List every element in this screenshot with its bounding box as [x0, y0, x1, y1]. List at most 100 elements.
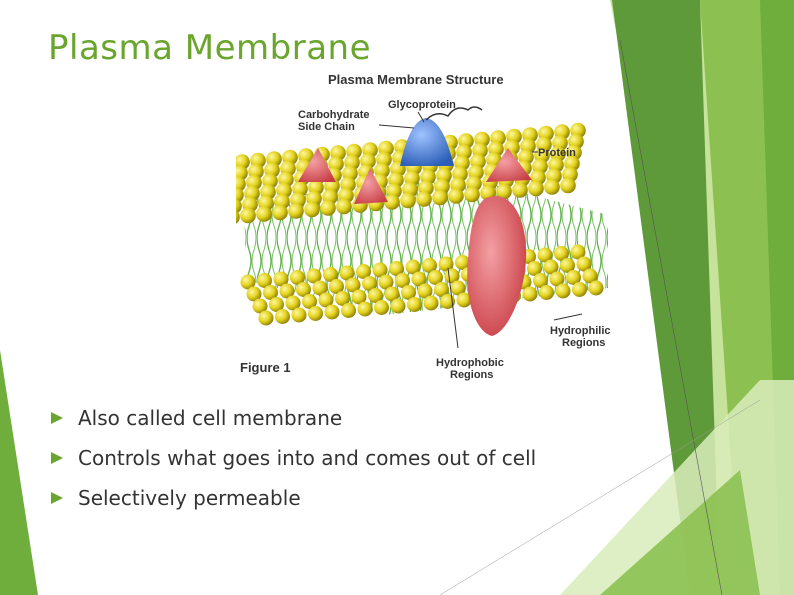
phospholipid-head — [554, 246, 569, 261]
pointer-carbohydrate — [378, 124, 415, 129]
peripheral-protein-right — [486, 148, 532, 182]
pointer-hydrophilic — [553, 313, 583, 321]
phospholipid-head — [543, 259, 559, 275]
phospholipid-head — [256, 206, 272, 222]
phospholipid-head — [423, 295, 439, 311]
phospholipid-head — [236, 187, 244, 203]
triangle-bullet-icon — [51, 492, 63, 504]
phospholipid-head — [308, 306, 323, 321]
bullet-item: Controls what goes into and comes out of… — [48, 443, 536, 483]
phospholipid-head — [528, 180, 544, 197]
phospholipid-head — [257, 273, 272, 288]
phospholipid-head — [357, 301, 373, 317]
phospholipid-head — [279, 283, 295, 299]
phospholipid-head — [576, 256, 592, 272]
phospholipid-head — [496, 183, 512, 200]
phospholipid-head — [296, 282, 311, 297]
peripheral-protein-middle — [354, 168, 388, 204]
label-hydrophobic-line2: Regions — [450, 369, 493, 381]
slide-title: Plasma Membrane — [48, 28, 371, 68]
phospholipid-head — [258, 310, 274, 326]
deco-bottom-green — [600, 470, 760, 595]
phospholipid-head — [240, 207, 256, 224]
label-hydrophobic-line1: Hydrophobic — [436, 357, 504, 369]
phospholipid-head — [411, 271, 427, 287]
phospholipid-head — [417, 283, 433, 299]
phospholipid-head — [336, 198, 352, 215]
phospholipid-head — [539, 285, 554, 300]
phospholipid-head — [236, 210, 240, 224]
phospholipid-head — [405, 259, 421, 275]
phospholipid-head — [263, 285, 278, 300]
phospholipid-head — [320, 200, 336, 216]
glycoprotein — [400, 118, 454, 166]
phospholipid-head — [438, 256, 454, 272]
figure-heading: Plasma Membrane Structure — [328, 72, 504, 87]
phospholipid-head — [378, 274, 394, 290]
label-glycoprotein: Glycoprotein — [388, 99, 456, 111]
phospholipid-head — [290, 270, 305, 285]
phospholipid-head — [384, 286, 400, 302]
plasma-membrane-figure: Plasma Membrane Structure Carbohydrate S… — [236, 72, 611, 381]
phospholipid-head — [288, 203, 304, 219]
phospholipid-head — [252, 298, 268, 314]
phospholipid-head — [572, 282, 587, 297]
phospholipid-head — [416, 191, 432, 207]
phospholipid-head — [374, 300, 389, 315]
phospholipid-head — [432, 189, 448, 206]
phospholipid-head — [302, 294, 317, 309]
label-hydrophilic-line1: Hydrophilic — [550, 325, 611, 337]
phospholipid-head — [372, 262, 388, 278]
phospholipid-head — [464, 186, 480, 203]
label-hydrophilic-line2: Regions — [562, 337, 605, 349]
phospholipid-head — [555, 283, 571, 299]
phospholipid-head — [544, 179, 560, 195]
phospholipid-head — [329, 279, 344, 294]
label-carbohydrate-line2: Side Chain — [298, 121, 355, 133]
phospholipid-head — [570, 244, 586, 260]
phospholipid-head — [527, 261, 542, 276]
phospholipid-head — [537, 247, 553, 263]
pointer-hydrophobic — [447, 267, 459, 349]
phospholipid-head — [422, 258, 437, 273]
deco-thin-line-2 — [439, 399, 761, 595]
phospholipid-head — [434, 282, 449, 297]
phospholipid-head — [390, 298, 406, 314]
phospholipid-head — [368, 288, 383, 303]
phospholipid-head — [275, 309, 290, 324]
phospholipid-head — [395, 273, 410, 288]
phospholipid-head — [356, 264, 371, 279]
label-carbohydrate-line1: Carbohydrate — [298, 109, 370, 121]
bullet-text: Also called cell membrane — [78, 406, 343, 430]
phospholipid-head — [533, 273, 548, 288]
phospholipid-head — [304, 201, 320, 218]
phospholipid-head — [273, 271, 289, 287]
phospholipid-head — [428, 270, 443, 285]
phospholipid-head — [407, 297, 422, 312]
phospholipid-head — [345, 277, 361, 293]
phospholipid-head — [560, 177, 576, 194]
phospholipid-head — [240, 274, 256, 290]
triangle-bullet-icon — [51, 412, 63, 424]
phospholipid-head — [318, 292, 334, 308]
transmembrane-protein — [467, 196, 527, 336]
phospholipid-head — [269, 297, 284, 312]
deco-thin-line-1 — [619, 39, 723, 595]
top-phospholipid-heads — [236, 122, 586, 224]
phospholipid-head — [323, 267, 338, 282]
phospholipid-head — [549, 271, 565, 287]
deco-bottom-left-wedge — [0, 350, 38, 595]
phospholipid-head — [285, 295, 301, 311]
phospholipid-head — [339, 265, 355, 281]
figure-caption: Figure 1 — [240, 360, 291, 375]
phospholipid-head — [522, 286, 538, 302]
phospholipid-head — [450, 280, 466, 296]
phospholipid-head — [351, 289, 367, 305]
phospholipid-head — [582, 268, 598, 284]
carbohydrate-side-chain — [425, 106, 483, 121]
phospholipid-head — [455, 255, 470, 270]
triangle-bullet-icon — [51, 452, 63, 464]
phospholipid-head — [272, 204, 288, 221]
